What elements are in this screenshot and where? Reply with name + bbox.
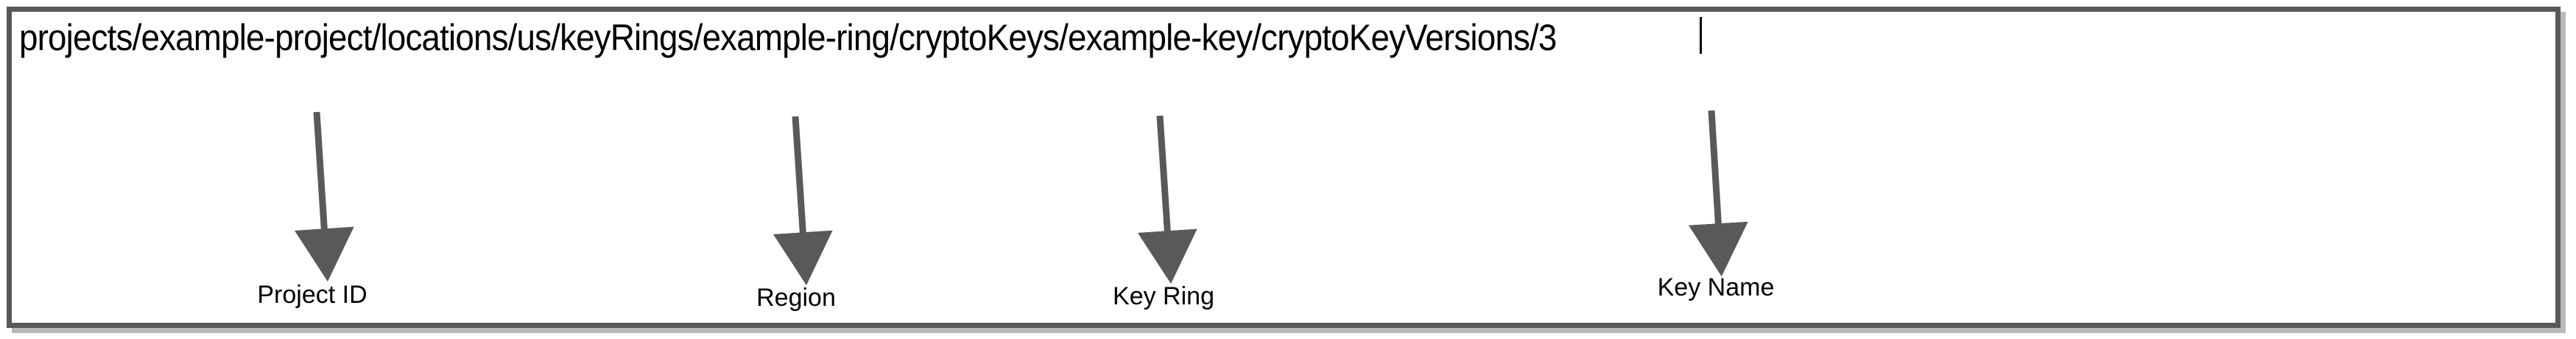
resource-path-frame bbox=[7, 7, 2561, 328]
annotation-label: Region bbox=[756, 284, 836, 312]
resource-path-text: projects/example-project/locations/us/ke… bbox=[19, 17, 1557, 58]
text-caret bbox=[1700, 17, 1703, 54]
annotation-label: Key Name bbox=[1657, 273, 1775, 301]
annotation-label: Key Ring bbox=[1113, 282, 1214, 310]
resource-path-field[interactable]: projects/example-project/locations/us/ke… bbox=[19, 13, 1703, 60]
annotation-label: Project ID bbox=[257, 281, 367, 309]
